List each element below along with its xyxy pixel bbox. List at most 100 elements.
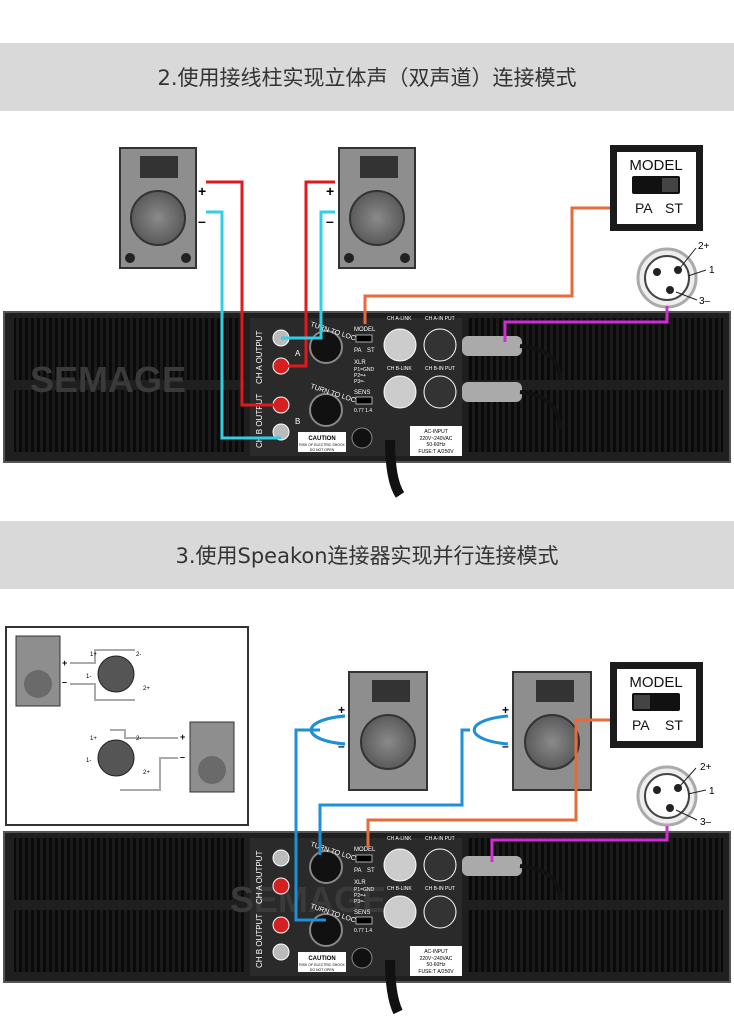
ch-a-link-label-2: CH A-LINK — [387, 836, 412, 842]
cyan-wire-right — [281, 210, 335, 340]
watermark-2: SEMAGE — [230, 879, 386, 920]
ch-b-link-label: CH B-LINK — [387, 366, 412, 372]
ch-a-link-label: CH A-LINK — [387, 316, 412, 322]
xlr-pin-3: 3– — [699, 296, 711, 307]
caution-sub2-2: DO NOT OPEN — [310, 968, 335, 972]
caution-sub1: RISK OF ELECTRIC SHOCK — [299, 443, 345, 447]
watermark: SEMAGE — [30, 359, 186, 400]
inset-pin-2p-b: 2+ — [143, 770, 150, 776]
port-b-label: B — [295, 417, 300, 426]
model-st: ST — [665, 200, 683, 216]
amp-p1-2: P1=GND — [354, 887, 375, 893]
inset-pin-1m-a: 1- — [86, 674, 91, 680]
speaker-left-plus: + — [198, 183, 206, 199]
xlr-pin-callout: 2+ 1 3– — [636, 241, 715, 309]
cyan-wire-left — [206, 210, 281, 440]
amp-p3: P3=- — [354, 379, 365, 385]
wires-stereo — [206, 180, 669, 440]
inset-pin-2p-a: 2+ — [143, 686, 150, 692]
inset-minus-2: – — [180, 752, 185, 762]
amp-p2: P2=+ — [354, 373, 366, 379]
xlr-pin-2: 2+ — [698, 241, 710, 252]
amp-xlr: XLR — [354, 360, 366, 366]
model-pa-2: PA — [632, 717, 650, 733]
inset-plus-1: + — [62, 658, 67, 668]
sp2-plus: + — [502, 703, 509, 717]
model-st-2: ST — [665, 717, 683, 733]
amplifier-2: SEMAGE CH A OUTPUT CH B OUTPUT TURN TO L… — [3, 831, 731, 1015]
red-wire-left — [206, 180, 281, 407]
amp-model-2: MODEL — [354, 847, 376, 853]
magenta-wire-2 — [490, 826, 669, 862]
amp-model: MODEL — [354, 327, 376, 333]
ch-b-output-label-2: CH B OUTPUT — [255, 914, 264, 968]
voltage-label-2: 220V~240VAC — [420, 956, 453, 962]
caution-sub2: DO NOT OPEN — [310, 448, 335, 452]
ch-a-output-label-2: CH A OUTPUT — [255, 851, 264, 904]
caution-label-2: CAUTION — [308, 956, 335, 962]
inset-pin-1m-b: 1- — [86, 758, 91, 764]
amp-st: ST — [367, 348, 375, 354]
stereo-wiring-diagram: + – + – MODEL PA ST 2+ 1 3– — [3, 145, 731, 498]
blue-wire-2 — [318, 728, 470, 855]
sp1-minus: – — [338, 739, 345, 753]
speakon-inset: + – 1+ 2- 1- 2+ + – 1+ 2- 1- 2+ — [5, 626, 249, 826]
model-switch-callout-2: MODEL PA ST — [610, 662, 703, 748]
ch-a-input-label-2: CH A-IN PUT — [425, 836, 455, 842]
model-switch-callout: MODEL PA ST — [610, 145, 703, 231]
orange-wire-2 — [366, 718, 610, 848]
xlr2-pin-1: 1 — [709, 786, 715, 797]
speaker-right-plus: + — [326, 183, 334, 199]
ac-input-label: AC-INPUT — [424, 429, 448, 435]
speaker-parallel-1: + – — [338, 671, 428, 791]
ch-b-output-label: CH B OUTPUT — [255, 394, 264, 448]
amp-sens-vals-2: 0.77 1.4 — [354, 928, 372, 934]
inset-pin-2m-b: 2- — [136, 736, 141, 742]
speaker-left: + – — [119, 147, 206, 269]
fuse-label: FUSE:T A/250V — [418, 449, 454, 455]
blue-wire-1 — [294, 728, 326, 922]
amplifier-1: SEMAGE CH A OUTPUT CH B OUTPUT A B TURN … — [3, 311, 731, 498]
amp-sens: SENS — [354, 390, 370, 396]
section-2-title: 2.使用接线柱实现立体声（双声道）连接模式 — [0, 43, 734, 111]
ch-b-link-label-2: CH B-LINK — [387, 886, 412, 892]
blue-loop-2 — [473, 714, 509, 746]
orange-wire-1 — [363, 206, 610, 324]
xlr-pin-callout-2: 2+ 1 3– — [636, 762, 715, 828]
caution-label: CAUTION — [308, 436, 335, 442]
amp-sens-2: SENS — [354, 910, 370, 916]
ac-input-label-2: AC-INPUT — [424, 949, 448, 955]
ch-b-input-label: CH B-IN PUT — [425, 366, 455, 372]
amp-xlr-2: XLR — [354, 880, 366, 886]
amp-sens-vals: 0.77 1.4 — [354, 408, 372, 414]
section-3-title: 3.使用Speakon连接器实现并行连接模式 — [0, 521, 734, 589]
speaker-parallel-2: + – — [502, 671, 592, 791]
model-pa: PA — [635, 200, 653, 216]
ch-b-input-label-2: CH B-IN PUT — [425, 886, 455, 892]
freq-label: 50-60Hz — [427, 442, 446, 448]
sp2-minus: – — [502, 739, 509, 753]
red-wire-right — [281, 180, 335, 368]
magenta-wire-1 — [503, 306, 669, 342]
sp1-plus: + — [338, 703, 345, 717]
speaker-right: + – — [326, 147, 416, 269]
inset-plus-2: + — [180, 732, 185, 742]
inset-pin-2m-a: 2- — [136, 652, 141, 658]
ch-a-output-label: CH A OUTPUT — [255, 331, 264, 384]
xlr2-pin-3: 3– — [700, 817, 712, 828]
fuse-label-2: FUSE:T A/250V — [418, 969, 454, 975]
model-title: MODEL — [629, 157, 682, 174]
amp-p3-2: P3=- — [354, 899, 365, 905]
xlr-pin-1: 1 — [709, 265, 715, 276]
inset-minus-1: – — [62, 677, 67, 687]
inset-pin-1p-a: 1+ — [90, 652, 97, 658]
amp-p1: P1=GND — [354, 367, 375, 373]
inset-pin-1p-b: 1+ — [90, 736, 97, 742]
parallel-wiring-diagram: + – 1+ 2- 1- 2+ + – 1+ 2- 1- 2+ + – + – — [3, 626, 731, 1015]
speaker-right-minus: – — [326, 213, 334, 229]
amp-pa-2: PA — [354, 868, 362, 874]
amp-p2-2: P2=+ — [354, 893, 366, 899]
wires-parallel — [294, 714, 669, 922]
voltage-label: 220V~240VAC — [420, 436, 453, 442]
amp-pa: PA — [354, 348, 362, 354]
